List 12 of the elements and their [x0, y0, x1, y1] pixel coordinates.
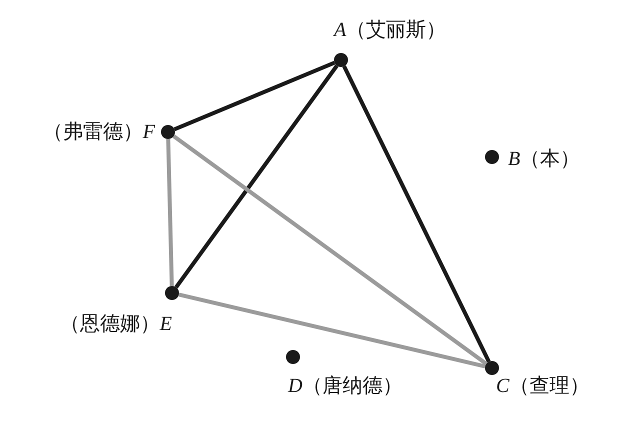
connector-line — [174, 64, 339, 288]
point-label: （恩德娜）E — [60, 312, 172, 337]
point-label: B（本） — [508, 147, 580, 172]
point-label: （弗雷德）F — [42, 120, 155, 145]
connector-line — [178, 292, 486, 368]
point-label: A（艾丽斯） — [334, 18, 446, 43]
connector-line — [172, 134, 488, 366]
connector-line — [342, 65, 491, 363]
point-label: C（查理） — [496, 374, 590, 399]
connector-line — [166, 138, 174, 286]
point-label: D（唐纳德） — [288, 374, 402, 399]
connector-line — [174, 60, 336, 132]
